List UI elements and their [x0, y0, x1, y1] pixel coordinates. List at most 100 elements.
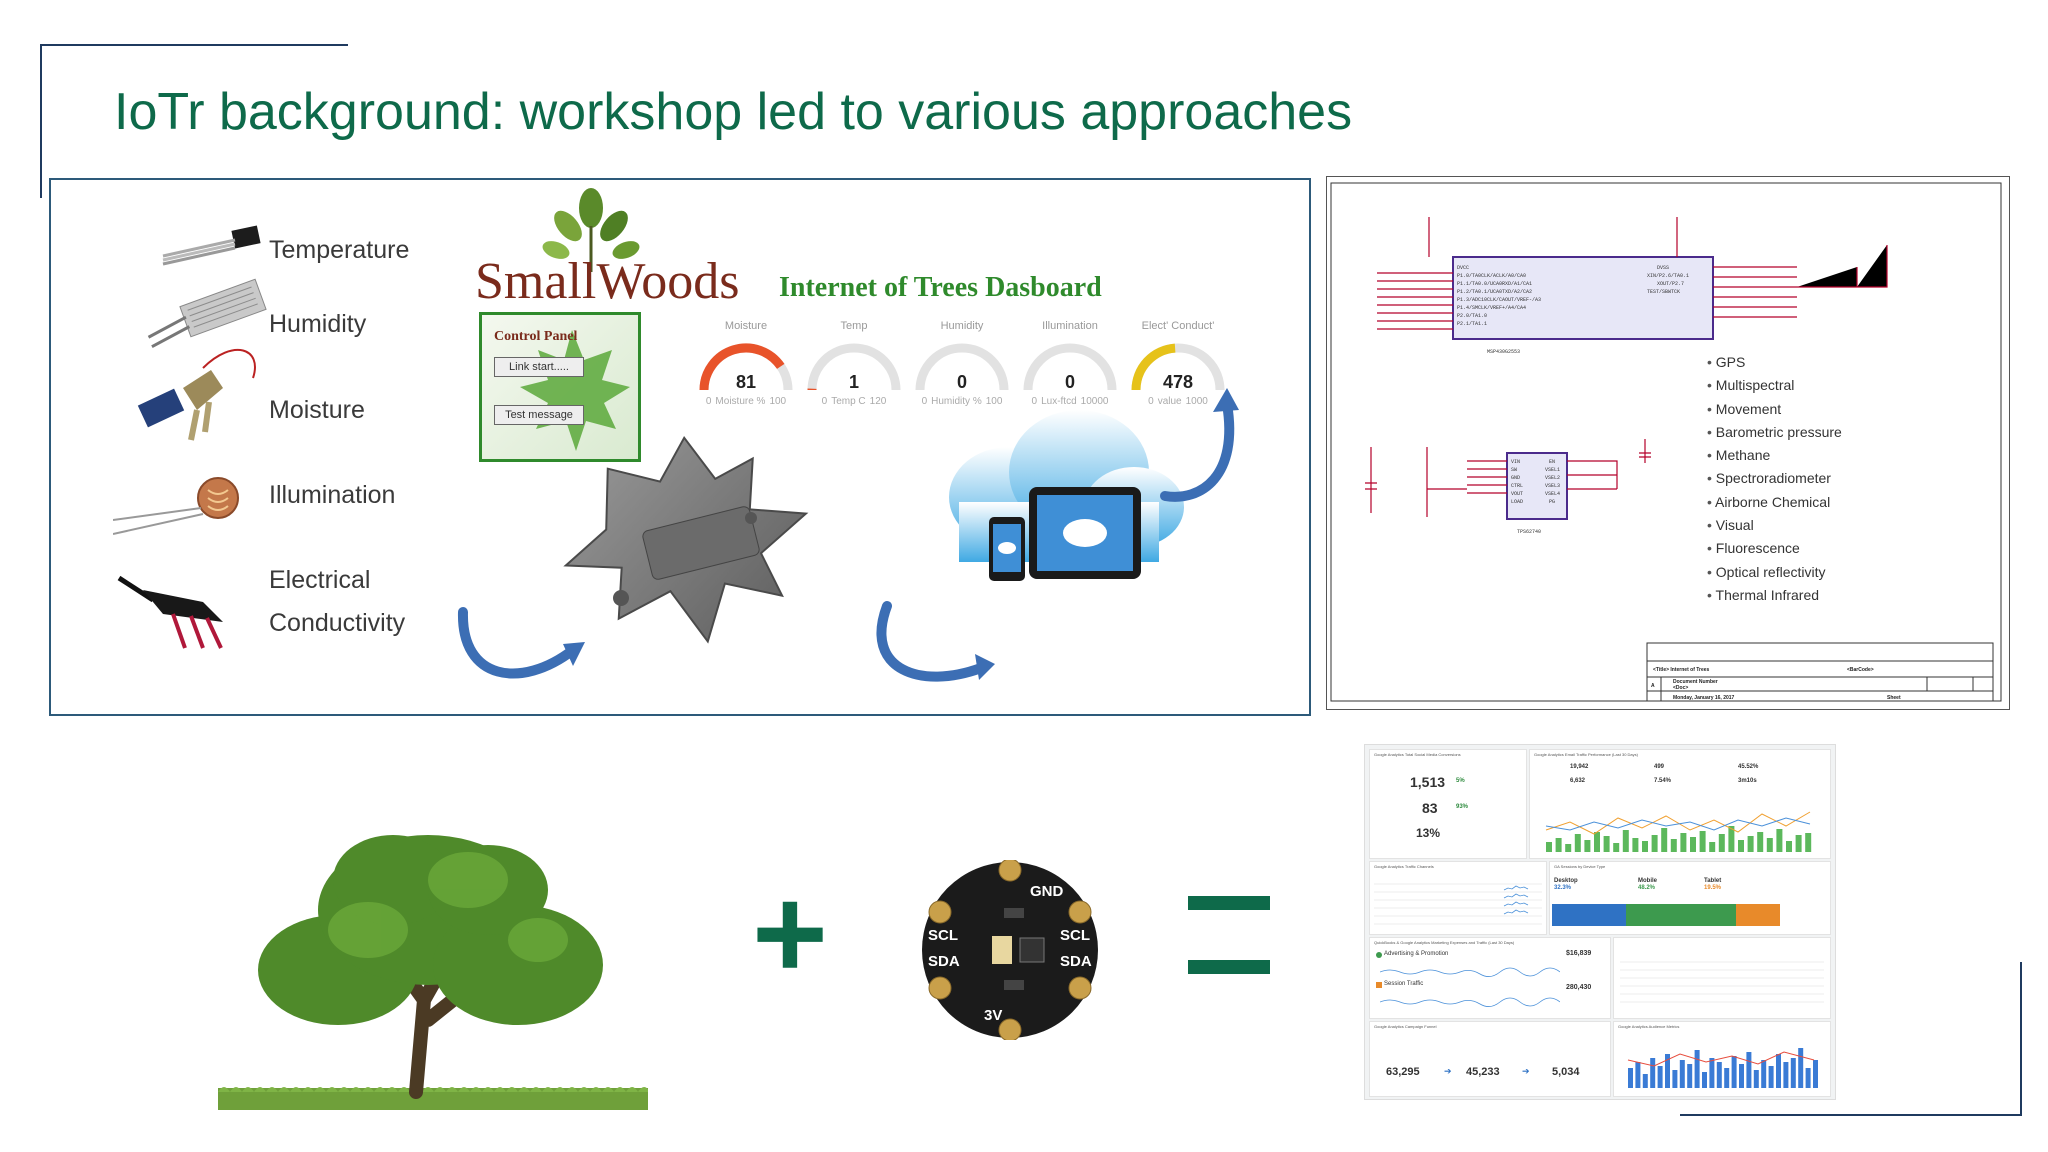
gauge-min: 0: [821, 396, 828, 407]
temperature-sensor-icon: [162, 225, 261, 266]
gauge-dial: [915, 343, 1009, 391]
flow-arrows: [457, 388, 1239, 682]
sensor-label-illumination: Illumination: [269, 481, 396, 509]
equals-sign-top: [1188, 896, 1270, 910]
email-bar: [1757, 832, 1764, 852]
email-stat: 3m10s: [1738, 778, 1757, 784]
svg-text:P1.4/SMCLK/VREF+/A4/CA4: P1.4/SMCLK/VREF+/A4/CA4: [1457, 305, 1526, 311]
ads-dot-icon: [1376, 952, 1382, 958]
gauge-dial: [1023, 343, 1117, 391]
svg-text:LOAD: LOAD: [1511, 499, 1523, 505]
funnel-stat-2: 45,233: [1466, 1066, 1500, 1078]
audience-bar: [1790, 1058, 1796, 1088]
marketing-card-title: QuickBooks & Google Analytics Marketing …: [1374, 940, 1515, 945]
feature-list-item: GPS: [1707, 351, 1842, 374]
audience-bar: [1746, 1052, 1752, 1088]
humidity-sensor-icon: [147, 278, 267, 348]
arrow-sensors-to-enclosure: [457, 607, 578, 679]
email-bar: [1690, 837, 1696, 852]
gauge-track: [807, 343, 901, 391]
sensor-label-conductivity: Conductivity: [269, 609, 406, 637]
email-bar: [1565, 844, 1572, 852]
tree-image: [218, 835, 648, 1110]
smallwoods-leaf-logo: [542, 188, 640, 272]
svg-text:P2.0/TA1.0: P2.0/TA1.0: [1457, 313, 1487, 319]
email-bar: [1699, 831, 1706, 852]
control-panel: Control Panel Link start..... Test messa…: [479, 312, 641, 462]
svg-text:VSEL3: VSEL3: [1545, 483, 1560, 489]
gauge-max: 100: [985, 396, 1003, 407]
funnel-stat-3: 5,034: [1552, 1066, 1580, 1078]
session-value: 280,430: [1566, 984, 1592, 991]
svg-text:VIN: VIN: [1511, 459, 1520, 465]
audience-bar: [1716, 1062, 1722, 1088]
svg-text:VSEL1: VSEL1: [1545, 467, 1560, 473]
gauge-unit: Moisture %: [715, 396, 766, 407]
gauge-track: [1023, 343, 1117, 391]
gauge-fill: [1131, 343, 1176, 391]
email-bar: [1642, 841, 1648, 852]
conductivity-sensor-icon: [117, 575, 223, 649]
social-stat-2-delta: 93%: [1456, 804, 1469, 810]
smallwoods-wordmark: SmallWoods: [475, 253, 740, 310]
email-bar: [1709, 842, 1716, 852]
marketing-expenses-card: QuickBooks & Google Analytics Marketing …: [1369, 937, 1611, 1019]
svg-text:EN: EN: [1549, 459, 1555, 465]
mobile-bar: [1626, 904, 1736, 926]
marketing-sparklines: [1380, 967, 1560, 1007]
audience-bar: [1783, 1062, 1789, 1088]
audience-card-title: Google Analytics Audience Metrics: [1618, 1024, 1680, 1029]
feature-list-item: Multispectral: [1707, 374, 1842, 397]
audience-bar: [1665, 1054, 1670, 1088]
gauge-label: Humidity: [940, 320, 984, 332]
svg-text:P1.2/TA0.1/UCA0TXD/A2/CA2: P1.2/TA0.1/UCA0TXD/A2/CA2: [1457, 289, 1532, 295]
sensor-label-moisture: Moisture: [269, 396, 365, 424]
funnel-arrow-icon-2: ➔: [1522, 1066, 1530, 1076]
social-conversions-card: Google Analytics Total Social Media Conv…: [1369, 749, 1527, 859]
email-bar: [1594, 832, 1600, 852]
link-start-button[interactable]: Link start.....: [494, 357, 584, 377]
test-message-button[interactable]: Test message: [494, 405, 584, 425]
printed-leaf-enclosure: [563, 435, 809, 644]
funnel-card-title: Google Analytics Campaign Funnel: [1374, 1024, 1437, 1029]
gauge-label: Illumination: [1042, 320, 1098, 332]
frame-corner-bottom-right: [1680, 1114, 2022, 1116]
gauge-unit: value: [1157, 396, 1182, 407]
analytics-dashboard: Google Analytics Total Social Media Conv…: [1364, 744, 1836, 1100]
schematic-sheet: Sheet: [1887, 695, 1901, 701]
gauge-fill: [699, 343, 785, 391]
feature-list-item: Thermal Infrared: [1707, 584, 1842, 607]
funnel-stat-1: 63,295: [1386, 1066, 1420, 1078]
gauge-label: Temp: [840, 320, 868, 332]
audience-bar: [1776, 1054, 1781, 1088]
arrow-enclosure-to-cloud: [876, 601, 986, 682]
gauge-unit: Temp C: [831, 396, 866, 407]
gauge-dial: [1131, 343, 1225, 391]
email-bar: [1738, 840, 1744, 852]
feature-list-item: Optical reflectivity: [1707, 561, 1842, 584]
audience-bar: [1679, 1060, 1685, 1088]
frame-corner-bottom-right-vertical: [2020, 962, 2022, 1116]
gauge-value: 1: [848, 372, 859, 392]
email-bar: [1766, 838, 1773, 852]
pin-label-scl-right: SCL: [1060, 927, 1090, 944]
audience-bar: [1798, 1048, 1804, 1088]
sensor-board-image: GND SCL SDA SCL SDA 3V: [922, 860, 1098, 1040]
audience-bar: [1813, 1060, 1818, 1088]
tablet-label: Tablet: [1704, 878, 1722, 884]
sensor-label-electrical: Electrical: [269, 566, 371, 594]
email-bar: [1546, 842, 1552, 852]
gauge-min: 0: [1148, 396, 1154, 407]
arrow-cloud-to-dashboard: [1160, 399, 1235, 502]
email-bar: [1776, 829, 1783, 852]
feature-list-item: Barometric pressure: [1707, 421, 1842, 444]
audience-bar: [1805, 1068, 1811, 1088]
gauge-dial: [699, 343, 793, 391]
traffic-channels-card: Google Analytics Traffic Channels: [1369, 861, 1547, 935]
